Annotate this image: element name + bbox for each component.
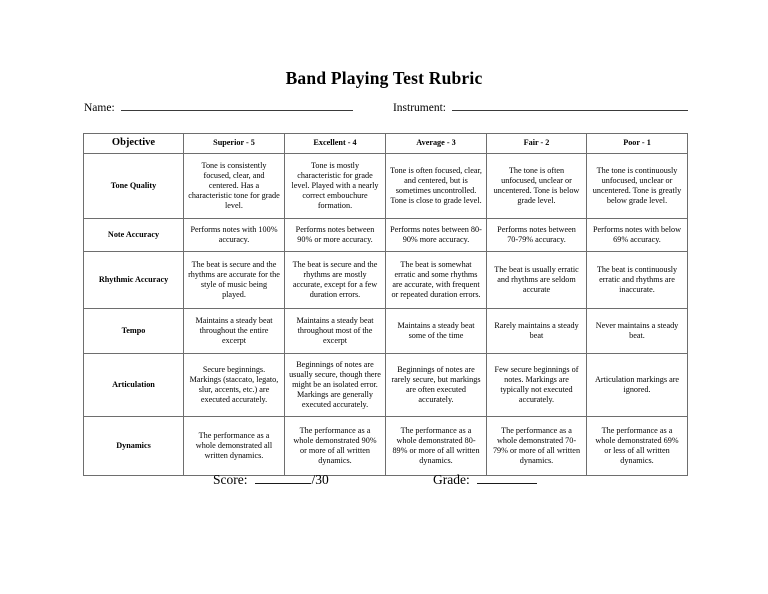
criteria-cell: The tone is often unfocused, unclear or … xyxy=(486,152,587,219)
instrument-input[interactable] xyxy=(452,99,688,111)
table-row: Dynamics The performance as a whole demo… xyxy=(83,415,688,476)
name-label: Name: xyxy=(84,102,115,114)
grade-field-group: Grade: xyxy=(433,470,538,488)
table-header-row: Objective Superior - 5 Excellent - 4 Ave… xyxy=(83,133,688,154)
objective-label-dynamics: Dynamics xyxy=(83,415,184,476)
objective-label-articulation: Articulation xyxy=(83,352,184,417)
score-total-suffix: /30 xyxy=(311,472,329,487)
criteria-cell: The beat is secure and the rhythms are a… xyxy=(183,250,285,309)
criteria-cell: Beginnings of notes are rarely secure, b… xyxy=(385,352,487,417)
criteria-cell: Performs notes with below 69% accuracy. xyxy=(586,217,688,252)
name-input[interactable] xyxy=(120,99,353,111)
criteria-cell: The performance as a whole demonstrated … xyxy=(385,415,487,476)
criteria-cell: Performs notes between 80-90% more accur… xyxy=(385,217,487,252)
criteria-cell: The performance as a whole demonstrated … xyxy=(486,415,587,476)
criteria-cell: The beat is usually erratic and rhythms … xyxy=(486,250,587,309)
objective-label-rhythmic-accuracy: Rhythmic Accuracy xyxy=(83,250,184,309)
criteria-cell: Maintains a steady beat throughout most … xyxy=(284,307,386,354)
instrument-field-group: Instrument: xyxy=(393,99,688,114)
page-title: Band Playing Test Rubric xyxy=(285,68,483,88)
objective-label-note-accuracy: Note Accuracy xyxy=(83,217,184,252)
criteria-cell: The performance as a whole demonstrated … xyxy=(586,415,688,476)
table-row: Rhythmic Accuracy The beat is secure and… xyxy=(83,250,688,309)
criteria-cell: The beat is continuously erratic and rhy… xyxy=(586,250,688,309)
criteria-cell: Tone is often focused, clear, and center… xyxy=(385,152,487,219)
grade-label: Grade: xyxy=(433,472,470,487)
criteria-cell: Performs notes with 100% accuracy. xyxy=(183,217,285,252)
column-header-objective: Objective xyxy=(83,133,184,154)
criteria-cell: Performs notes between 70-79% accuracy. xyxy=(486,217,587,252)
criteria-cell: The performance as a whole demonstrated … xyxy=(284,415,386,476)
criteria-cell: Few secure beginnings of notes. Markings… xyxy=(486,352,587,417)
instrument-label: Instrument: xyxy=(392,102,446,114)
grade-input[interactable] xyxy=(476,470,537,484)
criteria-cell: The tone is continuously unfocused, uncl… xyxy=(586,152,688,219)
score-footer: Score: /30 Grade: xyxy=(83,470,687,494)
criteria-cell: The beat is secure and the rhythms are m… xyxy=(284,250,386,309)
identification-line: Name: Instrument: xyxy=(84,99,688,117)
column-header-excellent-4: Excellent - 4 xyxy=(284,133,386,154)
score-input[interactable] xyxy=(254,470,311,484)
table-row: Articulation Secure beginnings. Markings… xyxy=(83,352,688,417)
score-label: Score: xyxy=(213,472,248,487)
criteria-cell: Maintains a steady beat some of the time xyxy=(385,307,487,354)
table-row: Tone Quality Tone is consistently focuse… xyxy=(83,152,688,219)
column-header-superior-5: Superior - 5 xyxy=(183,133,285,154)
criteria-cell: Never maintains a steady beat. xyxy=(586,307,688,354)
criteria-cell: Maintains a steady beat throughout the e… xyxy=(183,307,285,354)
objective-label-tempo: Tempo xyxy=(83,307,184,354)
score-field-group: Score: /30 xyxy=(213,470,329,488)
criteria-cell: Tone is consistently focused, clear, and… xyxy=(183,152,285,219)
criteria-cell: Tone is mostly characteristic for grade … xyxy=(284,152,386,219)
criteria-cell: Rarely maintains a steady beat xyxy=(486,307,587,354)
rubric-table: Objective Superior - 5 Excellent - 4 Ave… xyxy=(83,133,688,476)
column-header-poor-1: Poor - 1 xyxy=(586,133,688,154)
table-row: Tempo Maintains a steady beat throughout… xyxy=(83,307,688,354)
criteria-cell: Articulation markings are ignored. xyxy=(586,352,688,417)
criteria-cell: Beginnings of notes are usually secure, … xyxy=(284,352,386,417)
criteria-cell: The performance as a whole demonstrated … xyxy=(183,415,285,476)
name-field-group: Name: xyxy=(84,99,353,114)
criteria-cell: The beat is somewhat erratic and some rh… xyxy=(385,250,487,309)
criteria-cell: Performs notes between 90% or more accur… xyxy=(284,217,386,252)
column-header-average-3: Average - 3 xyxy=(385,133,487,154)
criteria-cell: Secure beginnings. Markings (staccato, l… xyxy=(183,352,285,417)
rubric-table-container: Objective Superior - 5 Excellent - 4 Ave… xyxy=(83,133,688,476)
column-header-fair-2: Fair - 2 xyxy=(486,133,587,154)
objective-label-tone-quality: Tone Quality xyxy=(83,152,184,219)
table-row: Note Accuracy Performs notes with 100% a… xyxy=(83,217,688,252)
